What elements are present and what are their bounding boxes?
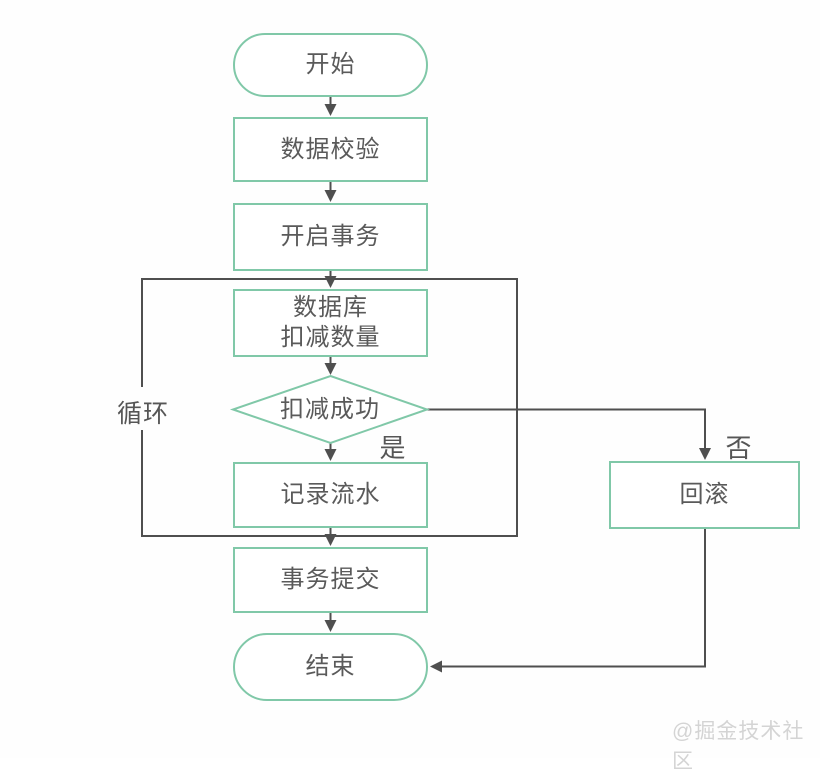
watermark: @掘金技术社区	[672, 720, 805, 773]
node-commit-transaction-label: 事务提交	[280, 566, 381, 593]
edge-rollback-end	[430, 529, 706, 673]
node-db-deduct: 数据库 扣减数量	[233, 289, 428, 357]
loop-label: 循环	[116, 400, 169, 428]
edge-label-no: 否	[725, 433, 753, 463]
node-begin-transaction-label: 开启事务	[280, 223, 381, 250]
node-rollback-label: 回滚	[679, 481, 730, 508]
node-start-label: 开始	[305, 51, 356, 78]
node-commit-transaction: 事务提交	[233, 547, 428, 613]
node-data-validation: 数据校验	[233, 117, 428, 182]
node-data-validation-label: 数据校验	[280, 135, 381, 163]
connector-layer	[141, 97, 711, 673]
node-start: 开始	[233, 33, 428, 97]
node-end-label: 结束	[305, 653, 356, 680]
edge-label-yes: 是	[379, 433, 407, 463]
node-begin-transaction: 开启事务	[233, 203, 428, 271]
decision-diamond-shape	[229, 374, 431, 445]
node-record-flow: 记录流水	[233, 462, 428, 528]
node-rollback: 回滚	[609, 461, 800, 529]
node-record-flow-label: 记录流水	[280, 481, 381, 508]
node-deduct-success-label: 扣减成功	[280, 395, 380, 423]
node-end: 结束	[233, 633, 428, 701]
node-deduct-success: 扣减成功	[233, 376, 427, 443]
node-db-deduct-line1: 数据库	[293, 294, 368, 321]
edge-diamond-rollback	[427, 408, 711, 460]
node-db-deduct-line2: 扣减数量	[280, 324, 381, 351]
loop-boundary	[141, 278, 518, 537]
